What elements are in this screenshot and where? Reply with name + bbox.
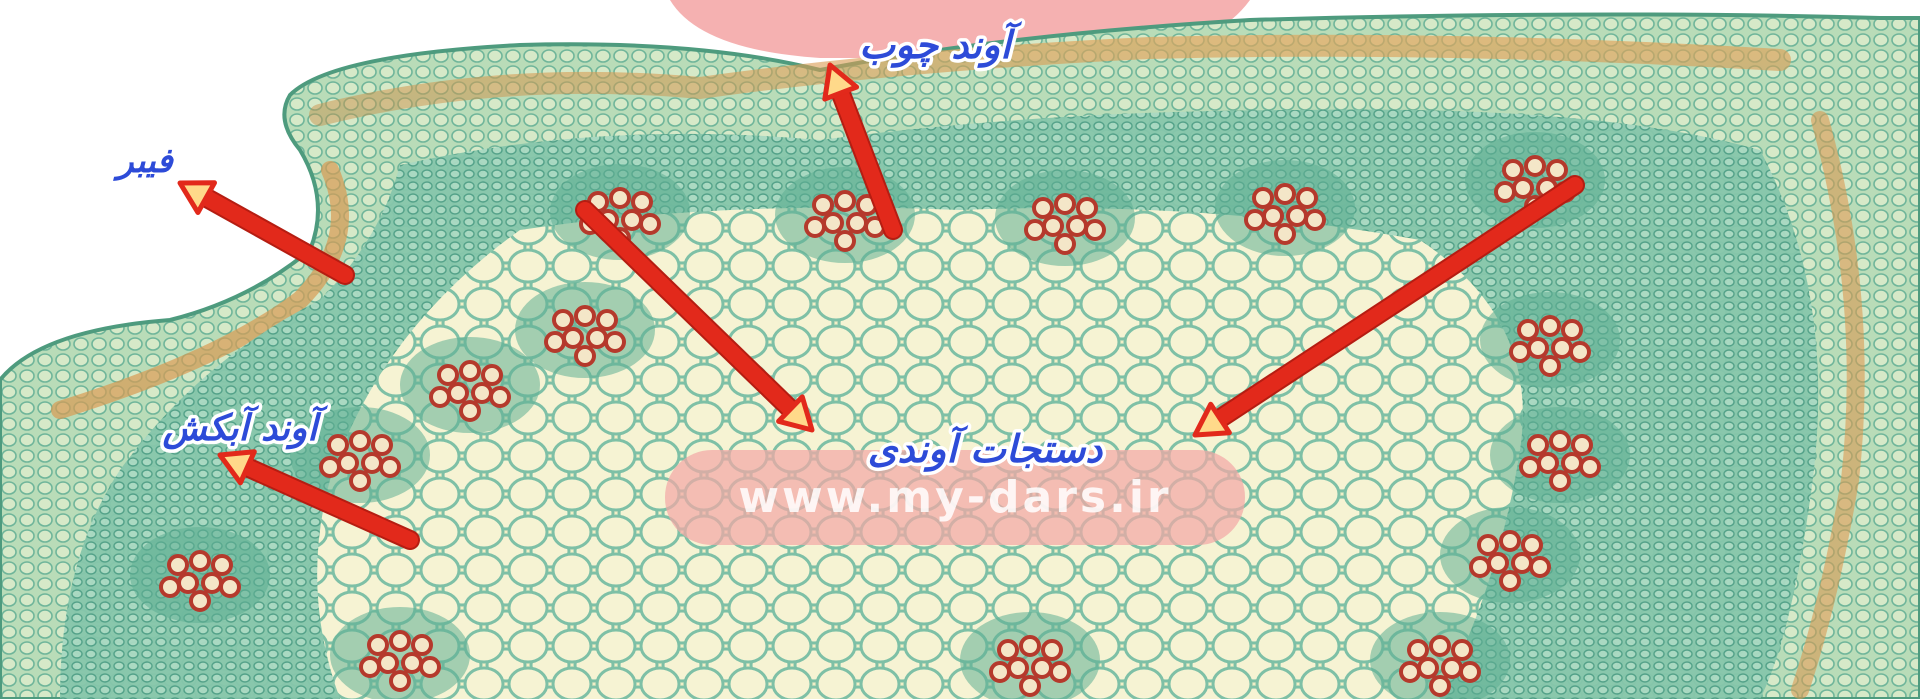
watermark-url: www.my-dars.ir xyxy=(738,472,1171,523)
vascular-bundle xyxy=(995,170,1135,266)
vascular-bundle xyxy=(1440,507,1580,603)
label-vascular-bundles: دستجات آوندی xyxy=(868,424,1104,472)
label-fiber: فیبر xyxy=(112,141,174,181)
label-xylem: آوند چوب xyxy=(859,20,1022,68)
label-phloem: آوند آبکش xyxy=(162,404,329,450)
vascular-bundle xyxy=(400,337,540,433)
vascular-bundle xyxy=(1480,292,1620,388)
vascular-bundle xyxy=(1490,407,1630,503)
vascular-bundle xyxy=(515,282,655,378)
vascular-bundle xyxy=(330,607,470,699)
vascular-bundle xyxy=(1215,160,1355,256)
vascular-bundle xyxy=(130,527,270,623)
